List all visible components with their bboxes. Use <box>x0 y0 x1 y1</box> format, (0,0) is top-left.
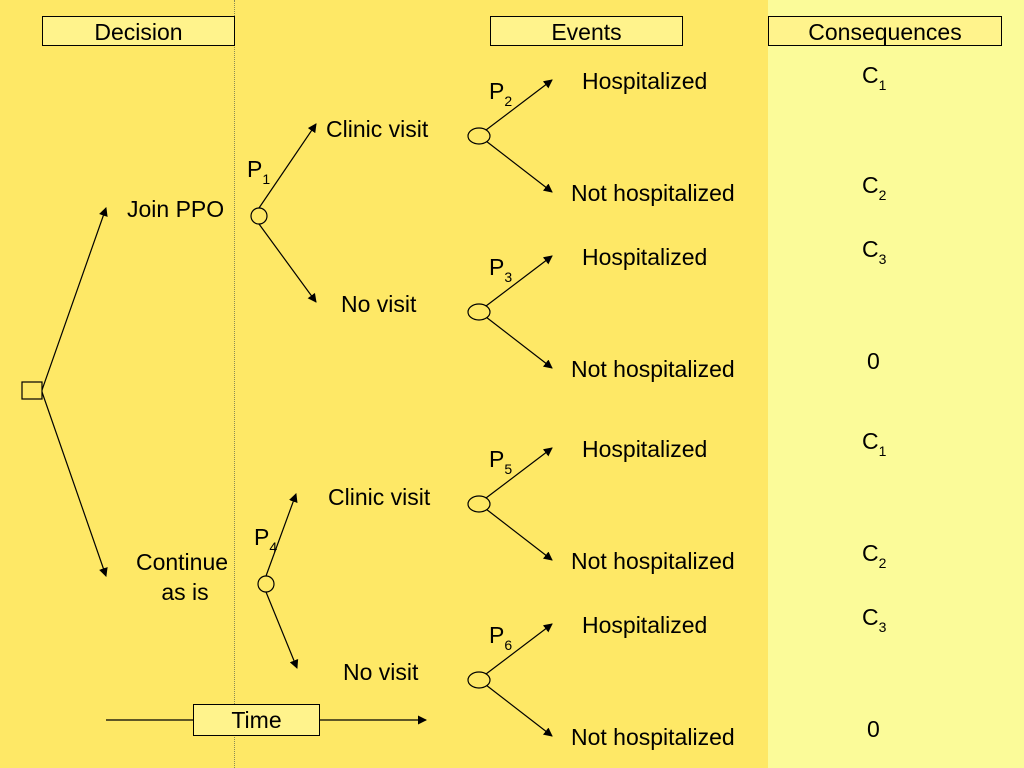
prob-p3: P3 <box>489 254 513 285</box>
clinic-visit-label-ppo: Clinic visit <box>326 116 429 142</box>
consequence-4: 0 <box>867 348 880 374</box>
chance-node-p3 <box>467 303 491 321</box>
outcome-hosp-2: Hospitalized <box>582 244 708 270</box>
chance-node-p6 <box>467 671 491 689</box>
time-label: Time <box>193 704 320 736</box>
decision-header: Decision <box>42 16 235 46</box>
prob-p2: P2 <box>489 78 513 109</box>
outcome-hosp-1: Hospitalized <box>582 68 708 94</box>
outcome-hosp-4: Hospitalized <box>582 612 708 638</box>
branch-p5-not <box>485 508 553 561</box>
chance-node-p5 <box>467 495 491 513</box>
no-visit-label-ppo: No visit <box>341 291 417 317</box>
branch-join-ppo <box>41 207 108 391</box>
prob-p6: P6 <box>489 622 513 653</box>
prob-p1: P1 <box>247 156 271 187</box>
outcome-hosp-3: Hospitalized <box>582 436 708 462</box>
consequence-6: C2 <box>862 540 887 571</box>
prob-p4: P4 <box>254 524 278 555</box>
branch-continue <box>41 391 108 577</box>
branch-p4-clinic <box>265 493 298 577</box>
no-visit-label-continue: No visit <box>343 659 419 685</box>
branch-p3-not <box>485 316 553 369</box>
branch-p5-hosp <box>485 447 553 499</box>
branch-p3-hosp <box>485 255 553 307</box>
consequences-background <box>768 0 1024 768</box>
chance-node-p2 <box>467 127 491 145</box>
consequence-8: 0 <box>867 716 880 742</box>
clinic-visit-label-continue: Clinic visit <box>328 484 431 510</box>
prob-p5: P5 <box>489 446 513 477</box>
consequences-header: Consequences <box>768 16 1002 46</box>
outcome-not-hosp-2: Not hospitalized <box>571 356 735 382</box>
branch-p4-novisit <box>265 591 299 669</box>
outcome-not-hosp-1: Not hospitalized <box>571 180 735 206</box>
consequence-2: C2 <box>862 172 887 203</box>
branch-p2-not <box>485 140 553 193</box>
outcome-not-hosp-3: Not hospitalized <box>571 548 735 574</box>
branch-p6-hosp <box>485 623 553 675</box>
consequence-1: C1 <box>862 62 887 93</box>
branch-p2-hosp <box>485 79 553 131</box>
decision-divider <box>234 0 235 768</box>
events-header: Events <box>490 16 683 46</box>
consequence-7: C3 <box>862 604 887 635</box>
consequence-3: C3 <box>862 236 887 267</box>
chance-node-p1 <box>250 207 268 225</box>
continue-label-line1: Continue <box>135 549 229 575</box>
branch-p1-clinic <box>258 123 317 209</box>
join-ppo-label: Join PPO <box>127 196 225 222</box>
tree-background <box>0 0 768 768</box>
branch-p6-not <box>485 684 553 737</box>
consequence-5: C1 <box>862 428 887 459</box>
chance-node-p4 <box>257 575 275 593</box>
outcome-not-hosp-4: Not hospitalized <box>571 724 735 750</box>
continue-label-line2: as is <box>161 579 209 605</box>
branch-p1-novisit <box>258 223 317 303</box>
decision-node <box>21 381 43 400</box>
